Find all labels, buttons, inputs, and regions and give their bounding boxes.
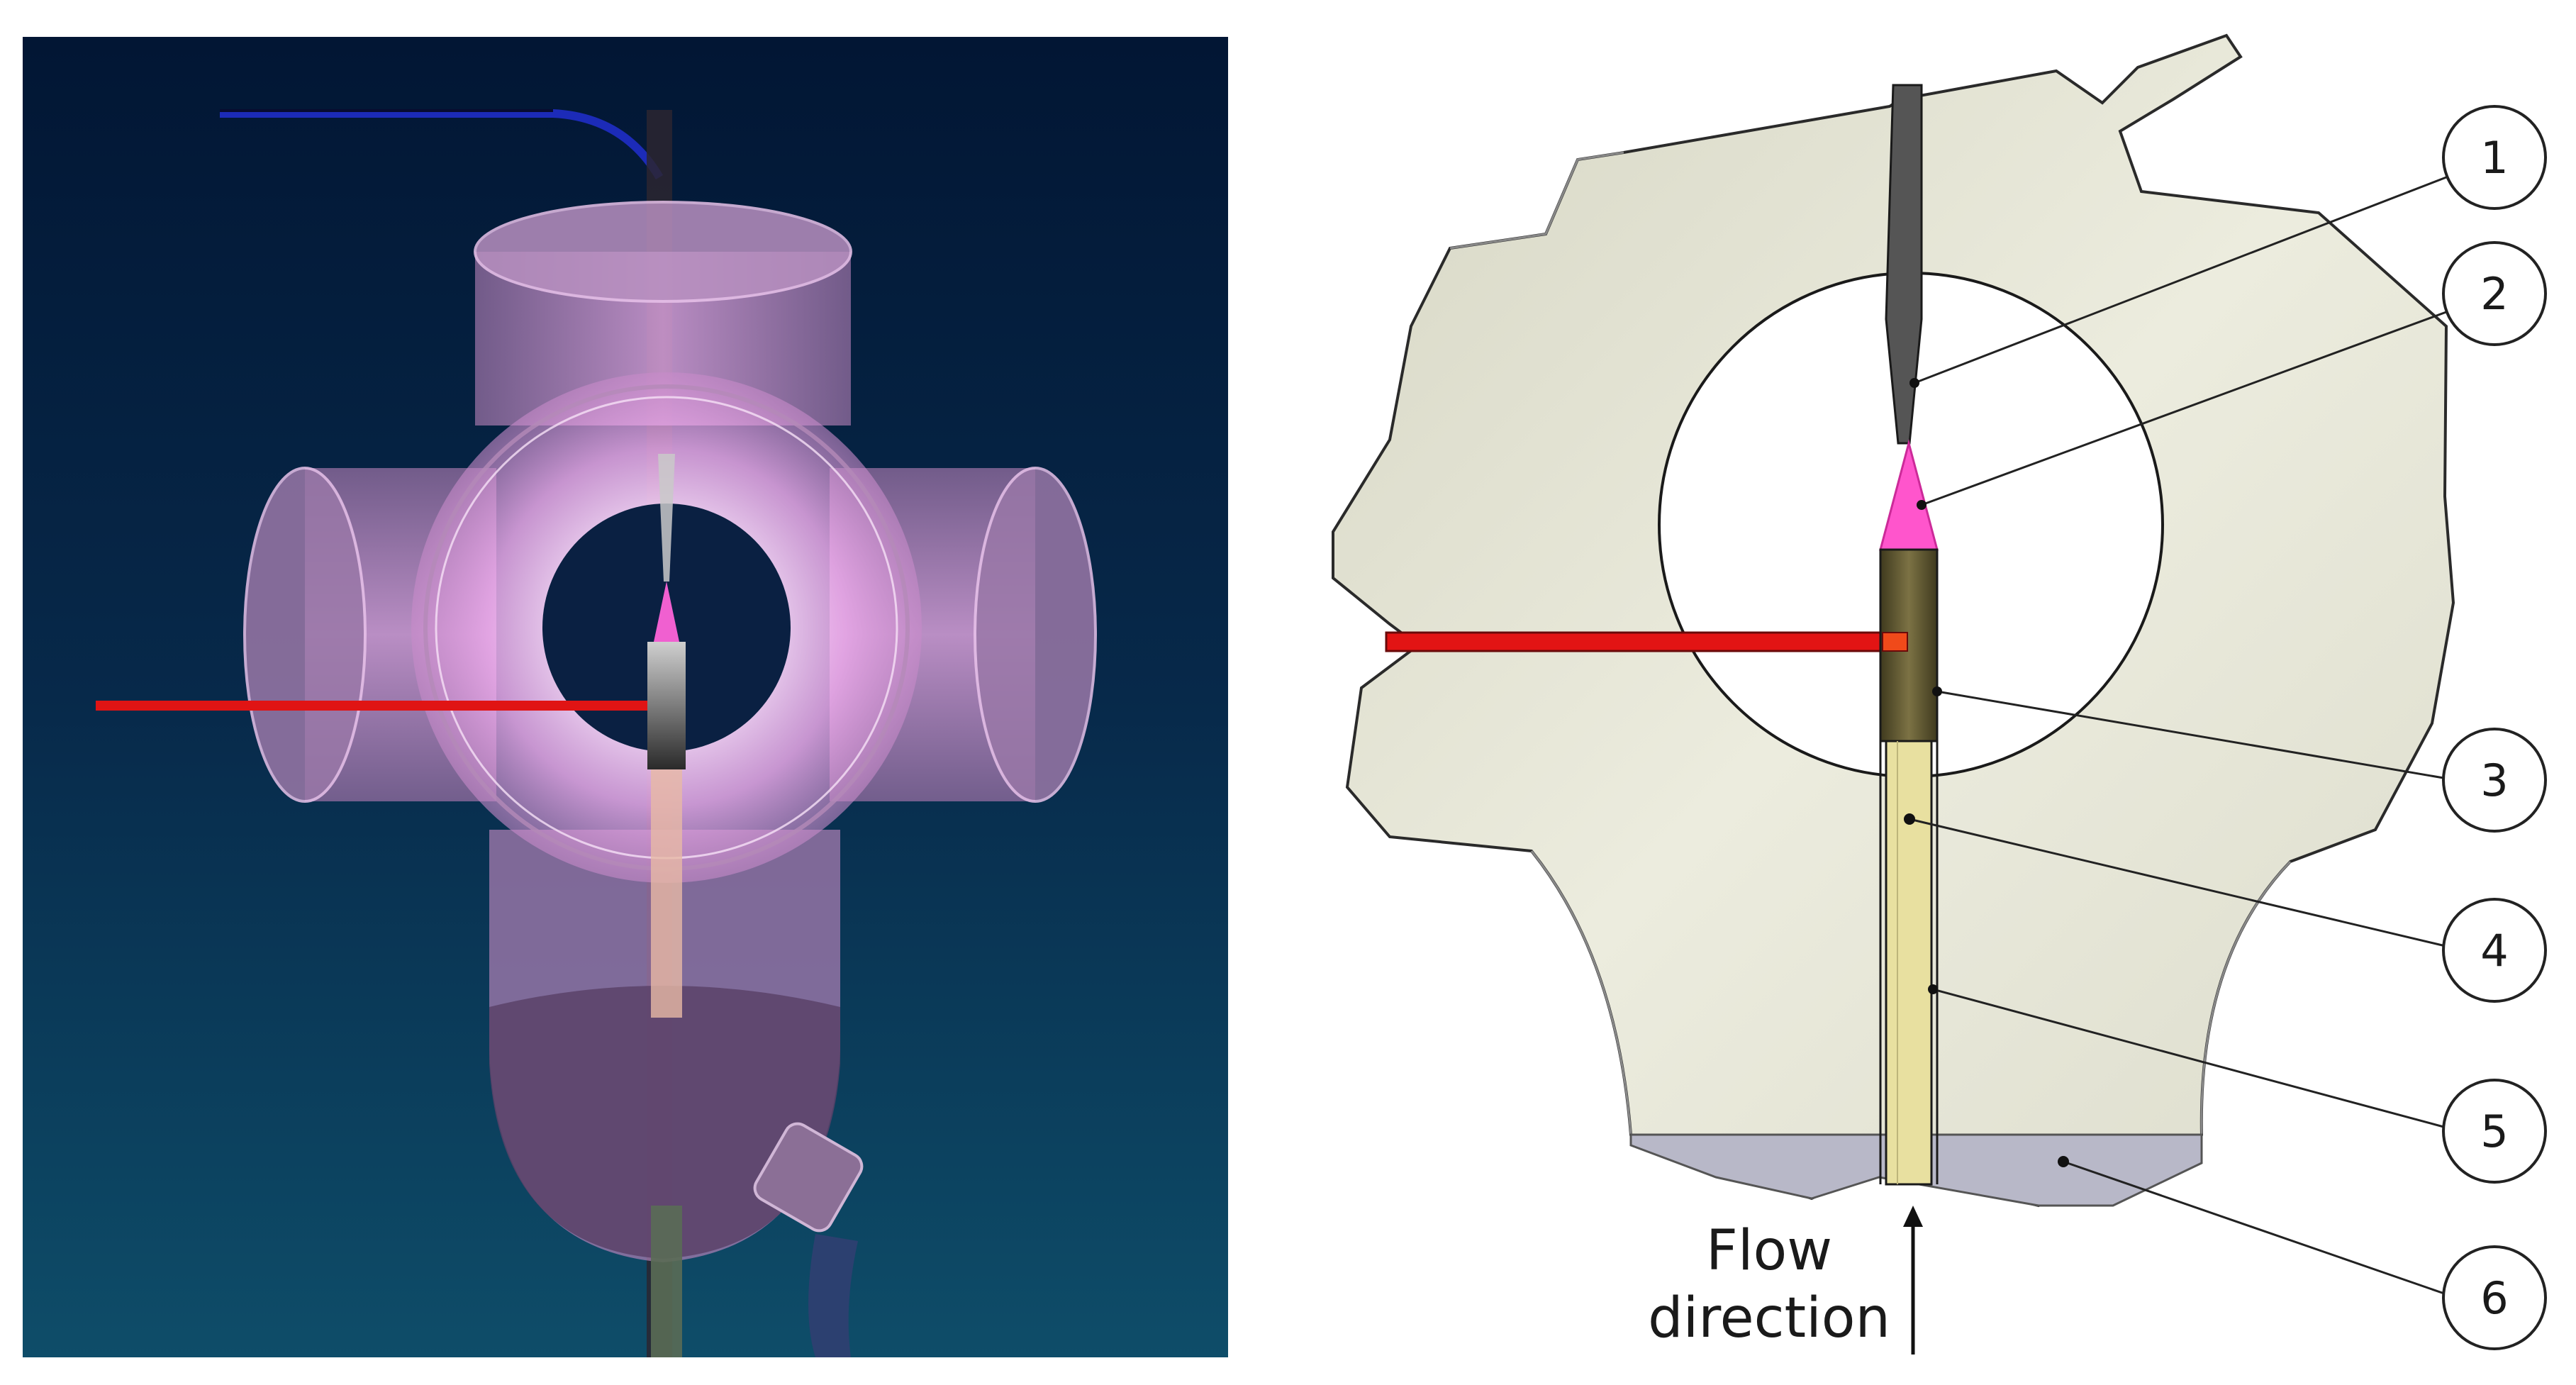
flow-direction: Flow direction [1648,1206,1923,1355]
callout-4-label: 4 [2480,925,2508,977]
lower-tube-render [651,769,682,1018]
callout-1: 1 [2442,105,2547,210]
inner-tube [1885,740,1933,1186]
laser-beam-render [96,701,656,711]
callout-5: 5 [2442,1079,2547,1184]
laser-beam [1385,631,1912,652]
leader-lines [1909,176,2449,1296]
vessel-right-opening [974,467,1097,803]
callout-1-label: 1 [2480,132,2508,184]
vessel-top-opening [474,201,852,303]
leader-dots [1904,378,2069,1167]
side-port [753,1122,864,1357]
vessel-left-opening [243,467,367,803]
callout-6-label: 6 [2480,1272,2508,1324]
sample-holder-render [647,642,686,769]
flow-label-line-2: direction [1648,1286,1890,1350]
render-panel [23,37,1228,1357]
floor-tube-render [651,1206,682,1357]
callout-6: 6 [2442,1245,2547,1350]
flow-label-line-1: Flow [1706,1219,1832,1283]
upper-electrode-render [658,454,675,582]
callout-2: 2 [2442,241,2547,346]
laser-spot [1882,632,1908,652]
flow-arrow-head [1903,1206,1923,1227]
callout-3: 3 [2442,728,2547,833]
section-panel: 1 2 3 4 5 6 Flow direction [1332,33,2547,1355]
liquid-reservoir [489,986,840,1259]
callout-3-label: 3 [2480,755,2508,806]
callout-2-label: 2 [2480,268,2508,320]
callout-4: 4 [2442,898,2547,1003]
callout-5-label: 5 [2480,1106,2508,1157]
plasma-render [654,582,679,642]
